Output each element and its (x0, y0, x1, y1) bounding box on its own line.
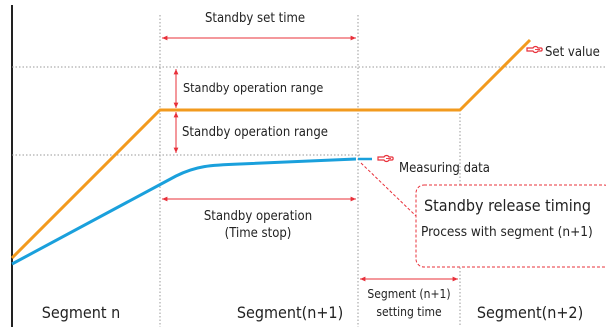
standby-operation-label: Standby operation (204, 209, 312, 224)
measuring-data-pointer-icon (377, 154, 394, 163)
set-value-pointer-icon (526, 45, 543, 54)
set-value-line (10, 38, 532, 260)
measuring-data-line (11, 157, 357, 266)
segment-setting-time-line1: Segment (n+1) (367, 287, 450, 301)
release-leader-line (360, 162, 417, 217)
set-value-label: Set value (545, 45, 600, 60)
segment-n2-label: Segment(n+2) (477, 303, 583, 322)
segment-setting-time-line2: setting time (376, 305, 442, 319)
time-stop-label: (Time stop) (225, 226, 292, 241)
lower-range-label: Standby operation range (182, 125, 328, 140)
segment-n1-label: Segment(n+1) (237, 303, 343, 322)
standby-set-time-label: Standby set time (205, 11, 305, 26)
measuring-data-label: Measuring data (399, 161, 490, 176)
upper-range-label: Standby operation range (183, 80, 323, 95)
standby-release-title: Standby release timing (424, 196, 591, 215)
segment-n-label: Segment n (42, 303, 120, 322)
standby-release-sub: Process with segment (n+1) (421, 224, 593, 240)
standby-release-box (415, 184, 606, 268)
